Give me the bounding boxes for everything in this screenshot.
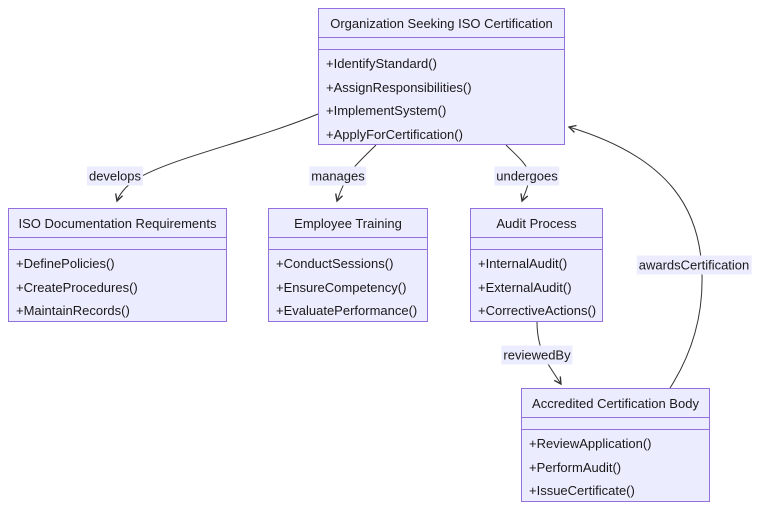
class-title: Organization Seeking ISO Certification (319, 9, 564, 38)
class-methods-section: +ConductSessions() +EnsureCompetency() +… (269, 250, 427, 323)
class-title: Employee Training (269, 209, 427, 238)
class-method: +AssignResponsibilities() (326, 79, 472, 95)
class-method: +MaintainRecords() (16, 303, 130, 318)
class-method: +ImplementSystem() (326, 103, 447, 118)
class-attributes-section (471, 238, 602, 250)
class-employee-training: Employee Training +ConductSessions() +En… (268, 208, 428, 322)
class-title: Audit Process (471, 209, 602, 238)
class-methods-section: +ReviewApplication() +PerformAudit() +Is… (522, 430, 709, 503)
class-attributes-section (319, 38, 564, 50)
class-method: +EnsureCompetency() (276, 279, 407, 295)
class-attributes-section (269, 238, 427, 250)
class-method: +ReviewApplication() (529, 436, 652, 451)
class-accredited-certification-body: Accredited Certification Body +ReviewApp… (521, 388, 710, 502)
class-attributes-section (9, 238, 226, 250)
class-method: +InternalAudit() (478, 256, 568, 271)
class-method: +ExternalAudit() (478, 279, 572, 295)
class-attributes-section (522, 418, 709, 430)
edge-label-awardscertification: awardsCertification (636, 255, 752, 275)
class-method: +DefinePolicies() (16, 256, 115, 271)
edge-label-develops: develops (86, 166, 144, 186)
class-methods-section: +IdentifyStandard() +AssignResponsibilit… (319, 50, 564, 146)
edge-label-manages: manages (309, 166, 367, 186)
class-method: +IssueCertificate() (529, 483, 635, 498)
class-method: +PerformAudit() (529, 459, 622, 475)
class-method: +ConductSessions() (276, 256, 394, 271)
class-iso-documentation-requirements: ISO Documentation Requirements +DefinePo… (8, 208, 227, 322)
class-title: ISO Documentation Requirements (9, 209, 226, 238)
class-organization-seeking-iso-certification: Organization Seeking ISO Certification +… (318, 8, 565, 145)
class-method: +ApplyForCertification() (326, 126, 463, 142)
edge-develops-line (117, 113, 319, 201)
class-title: Accredited Certification Body (522, 389, 709, 418)
edge-label-undergoes: undergoes (494, 166, 560, 186)
class-method: +CorrectiveActions() (478, 303, 597, 318)
class-method: +CreateProcedures() (16, 279, 138, 295)
class-method: +IdentifyStandard() (326, 56, 437, 71)
class-methods-section: +InternalAudit() +ExternalAudit() +Corre… (471, 250, 602, 323)
class-method: +EvaluatePerformance() (276, 303, 418, 318)
class-methods-section: +DefinePolicies() +CreateProcedures() +M… (9, 250, 226, 323)
class-audit-process: Audit Process +InternalAudit() +External… (470, 208, 603, 322)
edge-label-reviewedby: reviewedBy (501, 345, 573, 365)
